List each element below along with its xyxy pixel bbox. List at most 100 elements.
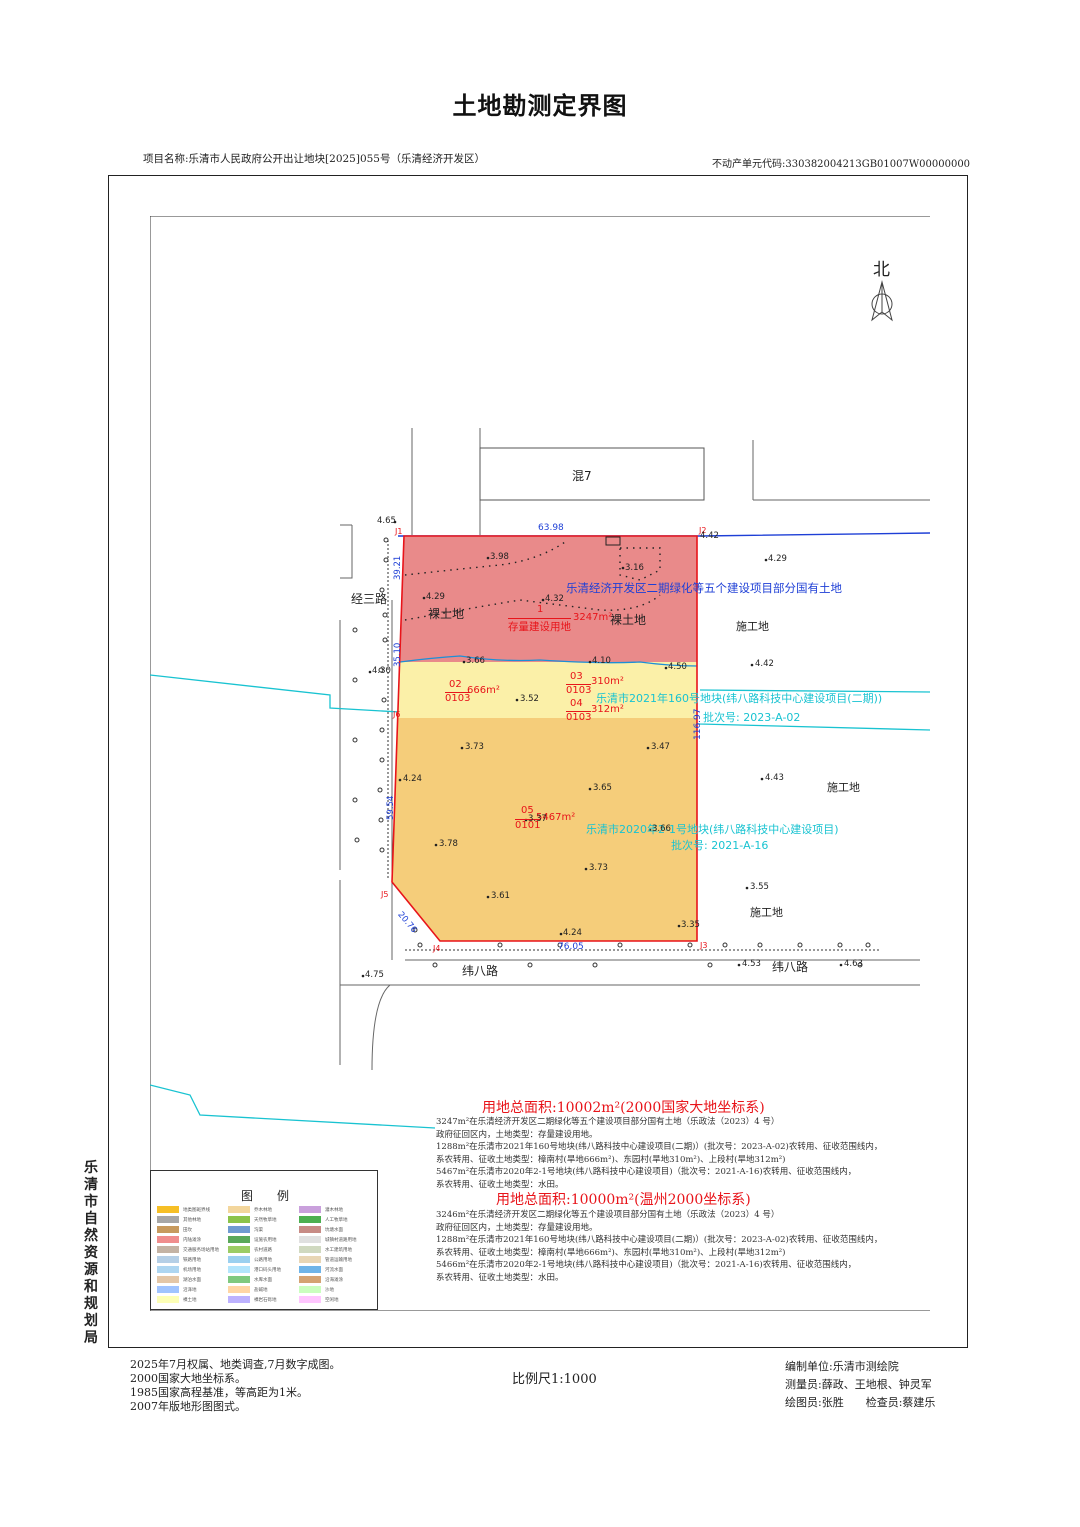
boundary-point: J4: [433, 944, 441, 953]
elevation-spot: 3.65: [593, 783, 612, 793]
legend-swatch: [299, 1256, 321, 1263]
legend-swatch: [157, 1276, 179, 1283]
building-label: 混7: [572, 469, 592, 483]
elevation-spot: 3.47: [651, 742, 670, 752]
legend-swatch: [157, 1256, 179, 1263]
page-title: 土地勘测定界图: [452, 92, 628, 120]
legend-swatch: [228, 1286, 250, 1293]
legend-item-label: 机场用地: [183, 1268, 201, 1273]
elevation-spot: 3.55: [750, 882, 769, 892]
legend-swatch: [228, 1236, 250, 1243]
footer-notes: 2025年7月权属、地类调查,7月数字成图。 2000国家大地坐标系。 1985…: [130, 1358, 341, 1413]
elevation-spot: 3.35: [681, 920, 700, 930]
parcel-code: 0103: [566, 711, 592, 723]
road-west-label: 经三路: [351, 592, 388, 606]
land-type-label: 施工地: [750, 906, 783, 919]
legend-swatch: [299, 1236, 321, 1243]
elevation-spot: 4.42: [755, 659, 774, 669]
legend-item-label: 裸土地: [183, 1298, 197, 1303]
area-note: 系农转用、征收土地类型：樟南村(旱地666m²)、东园村(旱地310m²)、上段…: [436, 1154, 786, 1165]
dimension-label: 39.21: [393, 555, 403, 580]
parcel-code: 0103: [445, 692, 471, 704]
legend-item-label: 沿海滩涂: [325, 1278, 343, 1283]
elevation-spot: 4.24: [563, 928, 582, 938]
area-note: 系农转用、征收土地类型：樟南村(旱地666m²)、东园村(旱地310m²)、上段…: [436, 1247, 786, 1258]
area-note: 3246m²在乐清经济开发区二期绿化等五个建设项目部分国有土地（乐政法（2023…: [436, 1210, 780, 1220]
legend-item-label: 坑塘水面: [325, 1228, 343, 1233]
dimension-label: 76.05: [558, 942, 584, 952]
project-cyan-label: 乐清市2020年2-1号地块(纬八路科技中心建设项目): [586, 823, 839, 836]
parcel-area: 312m²: [591, 704, 624, 715]
legend-item-label: 设施农用地: [254, 1238, 277, 1243]
road-south-label: 纬八路: [462, 964, 499, 978]
area-total-heading: 用地总面积:10000m²(温州2000坐标系): [496, 1192, 751, 1208]
legend-swatch: [228, 1216, 250, 1223]
dimension-label: 35.10: [393, 642, 403, 667]
legend-swatch: [157, 1216, 179, 1223]
parcel-no: 03: [570, 671, 583, 682]
elevation-spot: 4.42: [700, 531, 719, 541]
area-note: 政府征回区内，土地类型：存量建设用地。: [436, 1129, 598, 1140]
boundary-point: J3: [700, 941, 708, 950]
legend-item-label: 田坎: [183, 1228, 192, 1233]
legend-item-label: 裸岩石砾地: [254, 1298, 277, 1303]
elevation-spot: 4.30: [372, 666, 391, 676]
legend-swatch: [299, 1246, 321, 1253]
dimension-label: 63.98: [538, 523, 564, 533]
area-note: 3247m²在乐清经济开发区二期绿化等五个建设项目部分国有土地（乐政法（2023…: [436, 1117, 780, 1127]
elevation-spot: 4.10: [592, 656, 611, 666]
parcel-no: 1: [537, 604, 544, 615]
legend-swatch: [157, 1206, 179, 1213]
area-note: 5467m²在乐清市2020年2-1号地块(纬八路科技中心建设项目)（批次号：2…: [436, 1167, 857, 1177]
legend-swatch: [228, 1266, 250, 1273]
legend-item-label: 交通服务场站用地: [183, 1248, 219, 1253]
elevation-spot: 3.98: [490, 552, 509, 562]
legend-item-label: 公路用地: [254, 1258, 272, 1263]
parcel-code: 0101: [515, 819, 541, 831]
legend-swatch: [157, 1286, 179, 1293]
legend-item-label: 地类图斑界线: [183, 1208, 210, 1213]
scale-label: 比例尺1:1000: [512, 1372, 597, 1387]
unit-code: 不动产单元代码:330382004213GB01007W00000000: [712, 159, 971, 170]
legend-item-label: 河流水面: [325, 1268, 343, 1273]
footer-credits: 编制单位:乐清市测绘院 测量员:薛政、王地根、钟灵军 绘图员:张胜 检查员:蔡建…: [785, 1360, 936, 1409]
legend-item-label: 水工建筑用地: [325, 1248, 352, 1253]
legend-swatch: [299, 1296, 321, 1303]
area-note: 1288m²在乐清市2021年160号地块(纬八路科技中心建设项目(二期)）(批…: [436, 1142, 883, 1152]
elevation-spot: 4.29: [768, 554, 787, 564]
legend-swatch: [157, 1236, 179, 1243]
legend-item-label: 沟渠: [254, 1228, 263, 1233]
legend-swatch: [228, 1256, 250, 1263]
elevation-spot: 4.50: [668, 662, 687, 672]
land-type-label: 施工地: [827, 781, 860, 794]
area-note: 1288m²在乐清市2021年160号地块(纬八路科技中心建设项目(二期)）(批…: [436, 1235, 883, 1245]
legend-item-label: 港口码头用地: [254, 1268, 281, 1273]
legend-item-label: 人工牧草地: [325, 1218, 348, 1223]
batch-label: 批次号: 2023-A-02: [703, 711, 801, 724]
elevation-spot: 4.43: [765, 773, 784, 783]
legend-swatch: [299, 1286, 321, 1293]
legend-swatch: [228, 1296, 250, 1303]
legend-item-label: 湖泊水面: [183, 1278, 201, 1283]
legend-item-label: 管道运输用地: [325, 1258, 352, 1263]
elevation-spot: 3.73: [465, 742, 484, 752]
area-note: 系农转用、征收土地类型：水田。: [436, 1179, 564, 1190]
dimension-label: 116.97: [693, 708, 703, 741]
legend-swatch: [228, 1276, 250, 1283]
legend-item-label: 沙地: [325, 1288, 334, 1293]
legend-swatch: [157, 1296, 179, 1303]
elevation-spot: 3.16: [625, 563, 644, 573]
legend-item-label: 灌木林地: [325, 1208, 343, 1213]
land-type-label: 裸土地: [428, 607, 465, 621]
elevation-spot: 4.63: [844, 959, 863, 969]
land-type-label: 施工地: [736, 620, 769, 633]
survey-map: [150, 216, 930, 1311]
elevation-spot: 4.75: [365, 970, 384, 980]
area-note: 政府征回区内，土地类型：存量建设用地。: [436, 1222, 598, 1233]
legend-swatch: [299, 1226, 321, 1233]
elevation-spot: 4.65: [377, 516, 396, 526]
elevation-spot: 3.66: [652, 824, 671, 834]
parcel-code: 0103: [566, 684, 592, 696]
legend-swatch: [157, 1246, 179, 1253]
legend-item-label: 农村道路: [254, 1248, 272, 1253]
